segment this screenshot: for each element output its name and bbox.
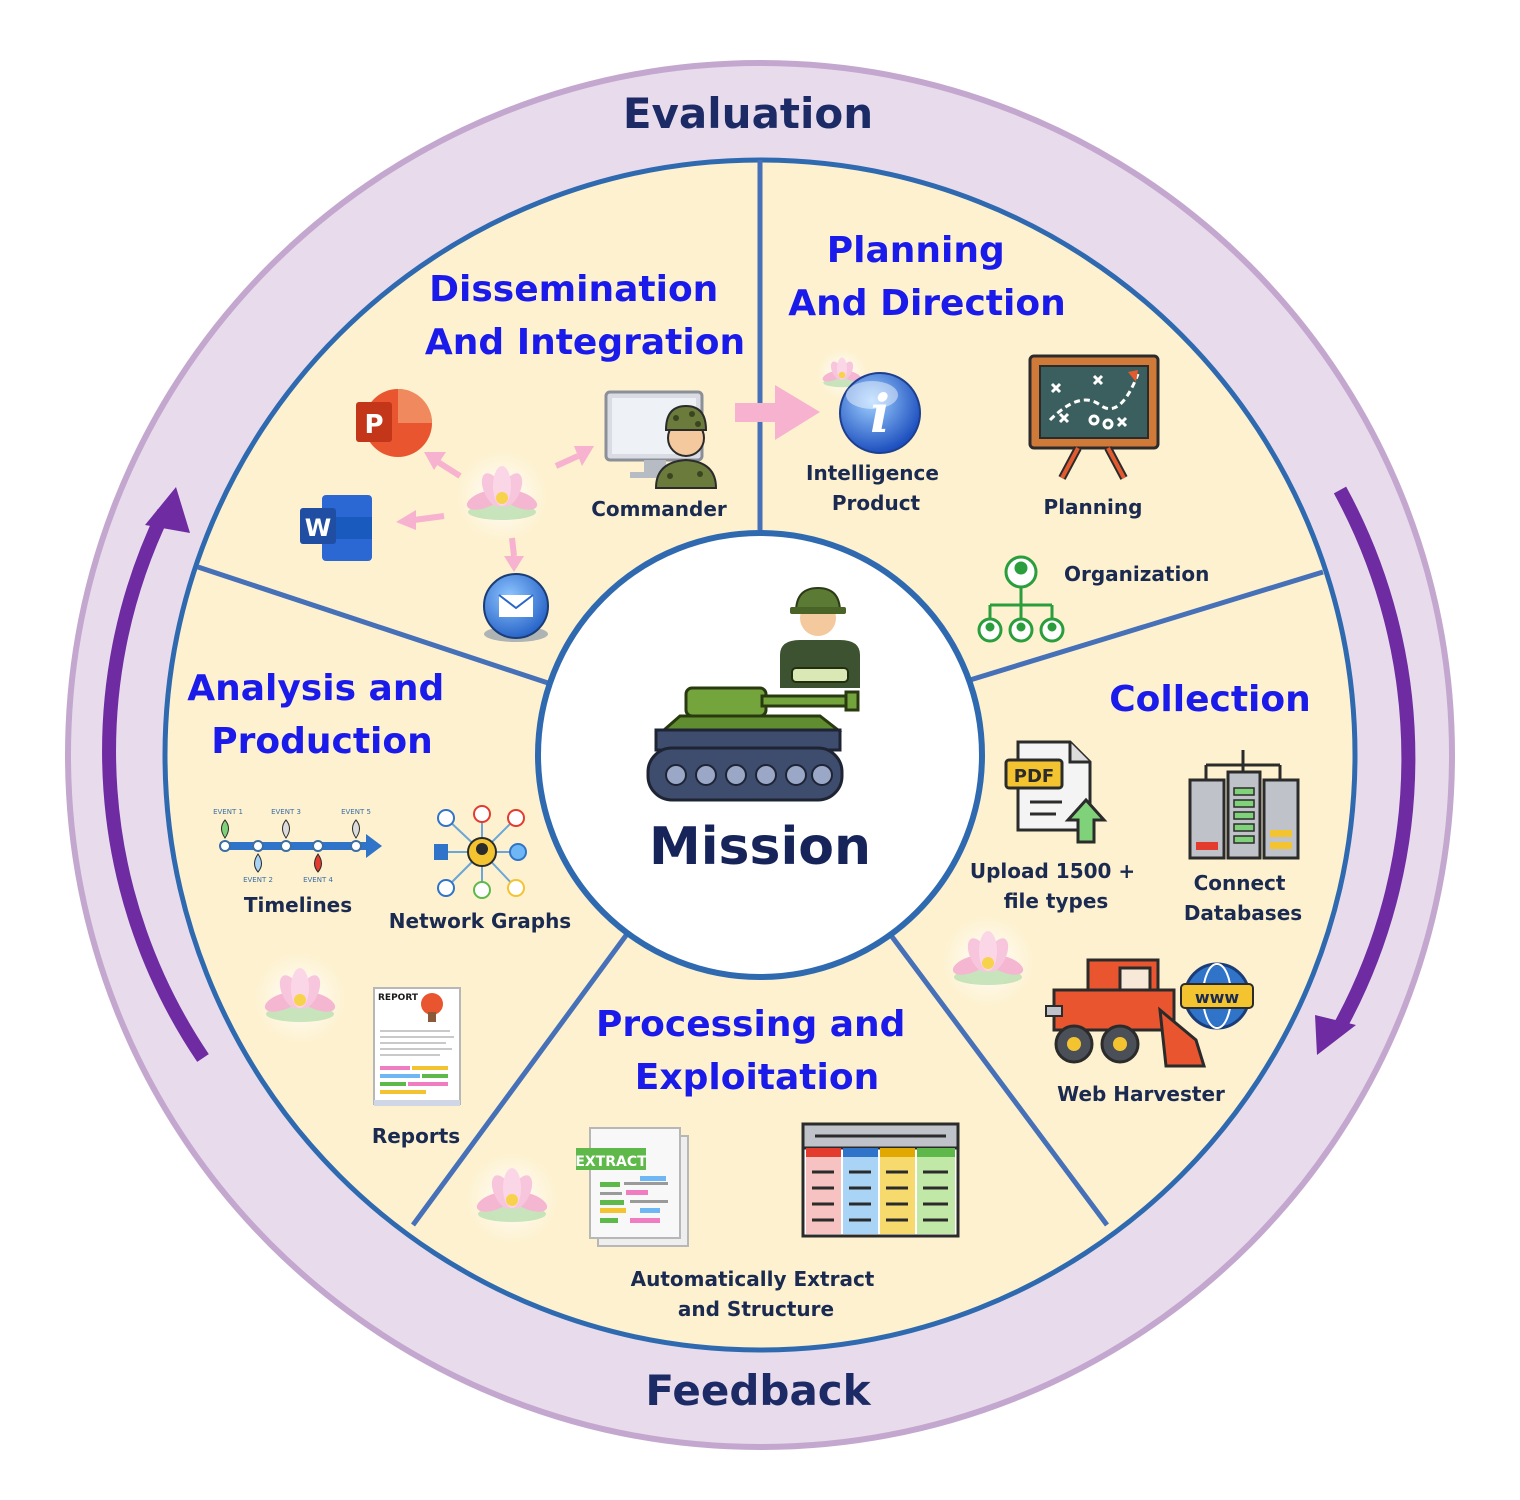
cycle-arrow-right <box>1331 486 1416 1034</box>
caption-intelligence-product: Intelligence Product <box>806 461 946 515</box>
caption-extract: Automatically Extract and Structure <box>631 1267 882 1321</box>
powerpoint-icon: P <box>356 389 432 457</box>
flow-arrows-dissemination <box>396 446 594 572</box>
section-title-processing: Processing and Exploitation <box>596 1004 918 1098</box>
cycle-arrowhead-left <box>145 487 190 533</box>
report-icon: REPORT <box>373 987 461 1106</box>
server-icon <box>1188 750 1300 860</box>
svg-text:PDF: PDF <box>1014 766 1054 787</box>
svg-text:EVENT 3: EVENT 3 <box>271 808 301 816</box>
svg-text:i: i <box>870 384 890 445</box>
cycle-arrowhead-right <box>1315 1015 1356 1055</box>
soldier-icon <box>780 586 860 688</box>
lotus-icon <box>456 450 548 542</box>
caption-web-harvester: Web Harvester <box>1057 1082 1225 1106</box>
caption-network-graphs: Network Graphs <box>389 909 571 933</box>
org-chart-icon <box>977 555 1065 643</box>
mail-icon <box>483 573 549 642</box>
svg-text:REPORT: REPORT <box>378 993 419 1003</box>
caption-reports: Reports <box>372 1124 460 1148</box>
center-label: Mission <box>649 817 871 877</box>
ring-label-top: Evaluation <box>623 89 873 138</box>
svg-text:EVENT 2: EVENT 2 <box>243 876 273 884</box>
caption-organization: Organization <box>1064 562 1209 586</box>
svg-text:W: W <box>305 514 331 542</box>
caption-upload: Upload 1500 + file types <box>970 859 1142 913</box>
svg-text:EVENT 4: EVENT 4 <box>303 876 333 884</box>
globe-icon: www <box>1180 962 1254 1030</box>
caption-connect-databases: Connect Databases <box>1184 871 1302 925</box>
lotus-icon <box>254 952 346 1044</box>
commander-icon <box>654 404 718 489</box>
harvester-icon <box>1045 958 1207 1068</box>
timeline-icon: EVENT 1 EVENT 2 EVENT 3 EVENT 4 EVENT 5 <box>213 808 382 884</box>
svg-text:www: www <box>1195 988 1240 1007</box>
caption-commander: Commander <box>591 497 727 521</box>
caption-timelines: Timelines <box>244 893 352 917</box>
info-icon: i <box>839 372 921 454</box>
svg-text:EXTRACT: EXTRACT <box>575 1154 647 1170</box>
section-dividers <box>197 160 1324 1227</box>
svg-text:P: P <box>364 410 383 440</box>
planning-board-icon <box>1028 354 1160 480</box>
pdf-upload-icon: PDF <box>1004 740 1108 844</box>
network-graph-icon <box>434 805 527 899</box>
section-title-collection: Collection <box>1109 679 1311 720</box>
cycle-arrow-left <box>102 508 209 1062</box>
section-title-dissemination: Dissemination And Integration <box>425 269 745 363</box>
tank-icon <box>646 686 860 802</box>
svg-text:EVENT 1: EVENT 1 <box>213 808 243 816</box>
caption-planning: Planning <box>1044 495 1143 519</box>
extract-document-icon: EXTRACT <box>575 1127 689 1247</box>
section-title-planning: Planning And Direction <box>788 230 1065 324</box>
lotus-icon <box>466 1152 558 1244</box>
flow-arrow-to-intelligence <box>735 385 820 440</box>
section-title-analysis: Analysis and Production <box>187 668 457 762</box>
table-icon <box>801 1122 960 1238</box>
ring-label-bottom: Feedback <box>645 1366 871 1415</box>
svg-text:EVENT 5: EVENT 5 <box>341 808 371 816</box>
lotus-icon <box>942 915 1034 1007</box>
word-icon: W <box>300 495 372 561</box>
